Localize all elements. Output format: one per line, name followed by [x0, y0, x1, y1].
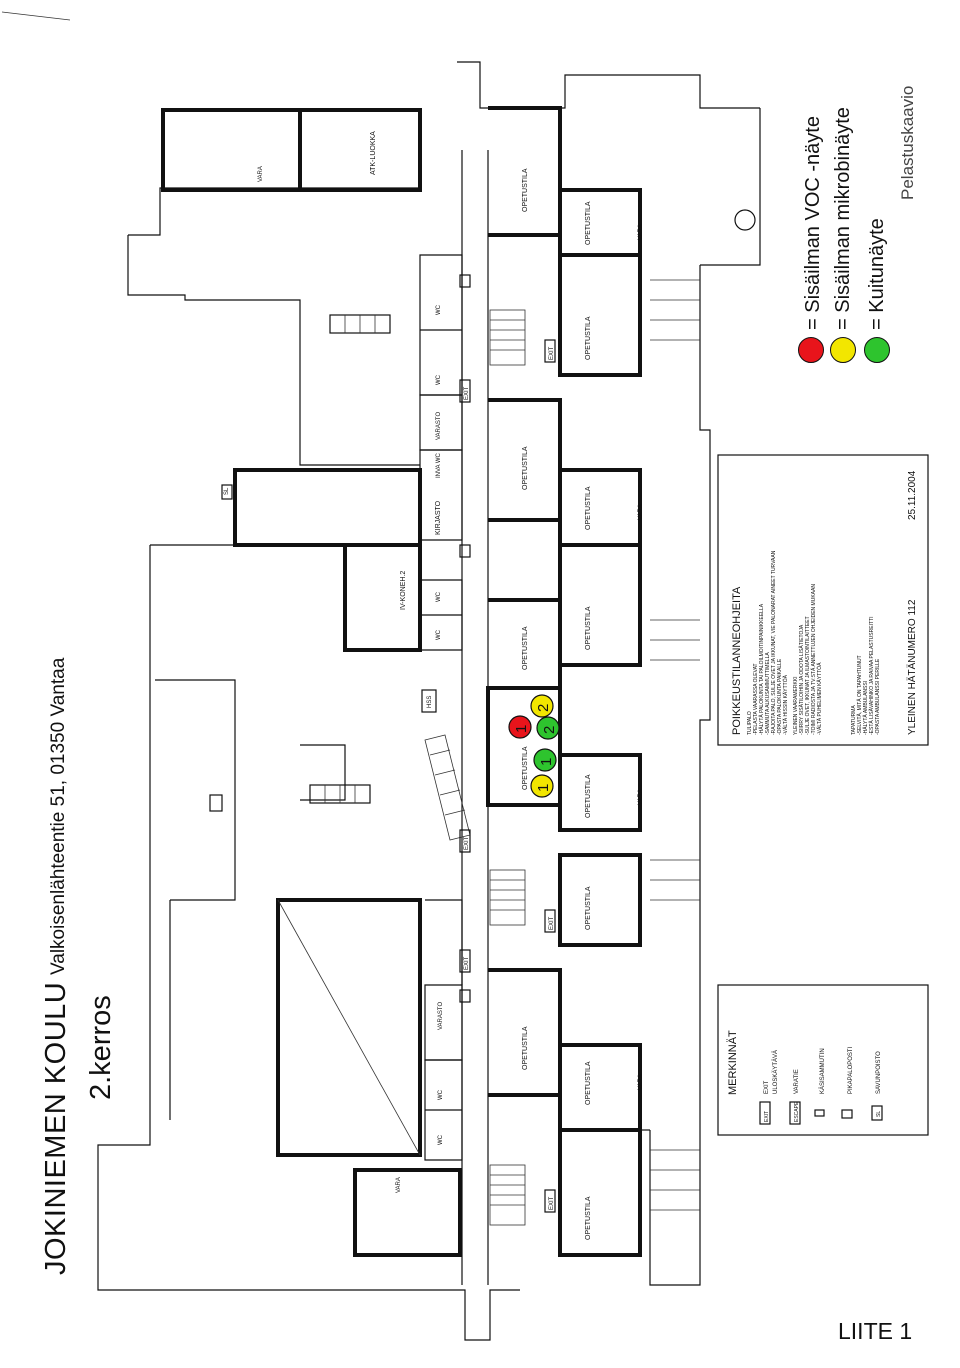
room-opetustila: OPETUSTILA — [522, 446, 529, 490]
poikkeus-box — [717, 454, 929, 746]
room-opetustila: OPETUSTILA — [585, 201, 592, 245]
school-address: Valkoisenlähteentie 51, 01350 Vantaa — [48, 657, 69, 975]
room-opetustila: OPETUSTILA — [585, 486, 592, 530]
room-hss: HSS — [427, 696, 433, 708]
extinguisher-icon — [814, 1109, 825, 1117]
poikkeus-line: -OPASTA PALOKUNTA PAIKALLE — [777, 658, 783, 735]
poikkeus-line: -SAMMUTA ALKUSAMMUTTIMELLA — [765, 652, 771, 735]
mikrobi-sample-marker — [530, 694, 554, 718]
room-vara: VARA — [396, 1177, 402, 1193]
voc-legend-dot — [798, 337, 824, 363]
room-wc: WC — [438, 1089, 444, 1100]
sample-markers: 1 2 2 1 1 — [508, 694, 560, 798]
poikkeus-title: POIKKEUSTILANNEOHJEITA — [731, 586, 743, 735]
room-opetustila: OPETUSTILA — [522, 746, 529, 790]
mikrobi-sample-marker — [530, 774, 554, 798]
room-opetustila: OPETUSTILA — [585, 1196, 592, 1240]
room-iv-koneh: IV-KONEH.2 — [400, 571, 407, 610]
room-inva-wc: INVA WC — [436, 452, 442, 478]
room-wc: WC — [438, 1134, 444, 1145]
room-opetustila: OPETUSTILA — [585, 1061, 592, 1105]
room-wc: WC — [436, 629, 442, 640]
poikkeus-line: -OPASTA AMBULANSSI PERILLE — [875, 658, 881, 735]
poikkeus-line: -SELVITÄ, MITÄ ON TAPAHTUNUT — [856, 655, 863, 735]
mikrobi-sample-number: 2 — [535, 704, 552, 712]
poikkeus-line: -SIIRRY SISÄTILOIHIN JA ODOTA LISÄTIETOJ… — [798, 624, 805, 735]
mikrobi-legend-dot — [830, 337, 856, 363]
room-varasto: VARASTO — [438, 1002, 444, 1030]
room-varasto: VARASTO — [436, 412, 442, 440]
legend-caption: Pelastuskaavio — [898, 85, 917, 200]
merkinnat-exit: EXIT — [764, 1080, 770, 1094]
room-opetustila: OPETUSTILA — [585, 316, 592, 360]
room-wc: WC — [436, 304, 442, 315]
voc-legend-label: = Sisäilman VOC -näyte — [802, 116, 824, 330]
kuitu-sample-marker — [536, 716, 560, 740]
poikkeus-line: -HÄLYTÄ PALOKUNTA TAI PALOILMOITINPAINIK… — [758, 603, 765, 735]
poikkeus-line: -SULJE OVET, IKKUNAT JA ILMASTOINTILAITT… — [805, 616, 811, 735]
merkinnat-box — [717, 984, 929, 1136]
merkinnat-title: MERKINNÄT — [727, 1030, 739, 1095]
room-opetustila: OPETUSTILA — [522, 1026, 529, 1070]
kuitu-legend-label: = Kuitunäyte — [866, 218, 888, 330]
poikkeus-line: -VÄLTÄ HISSIN KÄYTTÖÄ — [782, 674, 789, 735]
exit-sign: EXIT — [549, 1196, 555, 1210]
room-vara: VARA — [638, 1074, 644, 1090]
poikkeus-heading-2: TAPATURMA — [851, 705, 857, 735]
merkinnat-icon: EXIT — [764, 1111, 770, 1122]
room-wc: WC — [436, 591, 442, 602]
merkinnat-uloskaytava: ULOSKÄYTÄVÄ — [772, 1050, 779, 1094]
room-opetustila: OPETUSTILA — [585, 886, 592, 930]
room-wc: WC — [436, 374, 442, 385]
mikrobi-sample-number: 1 — [535, 784, 552, 792]
poikkeus-line: -RAJOITA PALO, SULJE OVET JA IKKUNAT, VI… — [771, 550, 777, 735]
kuitu-sample-marker — [533, 748, 557, 772]
exit-sign: EXIT — [464, 956, 470, 970]
merkinnat-icon: ESCAPE — [794, 1101, 800, 1122]
mikrobi-legend-label: = Sisäilman mikrobinäyte — [832, 107, 854, 330]
merkinnat-varatie: VARATIE — [794, 1069, 800, 1094]
hose-icon — [841, 1109, 853, 1119]
room-opetustila: OPETUSTILA — [522, 168, 529, 212]
floor-label: 2.kerros — [85, 995, 117, 1100]
room-vara: VARA — [638, 224, 644, 240]
poikkeus-line: -TOIMI RADIOSTA JA TV:STÄ ANNETTUJEN OHJ… — [810, 584, 817, 735]
room-opetustila: OPETUSTILA — [522, 626, 529, 670]
kuitu-legend-dot — [864, 337, 890, 363]
room-atk-luokka: ATK-LUOKKA — [370, 131, 377, 175]
poikkeus-line: -VÄLTÄ PUHELIMEN KÄYTTÖÄ — [816, 662, 823, 735]
merkinnat-kasisammutin: KÄSISAMMUTIN — [819, 1048, 826, 1094]
room-vara: VARA — [258, 166, 264, 182]
room-vara: VARA — [638, 504, 644, 520]
poikkeus-line: -PELASTA VAARASSA OLEVAT — [753, 663, 759, 735]
room-opetustila: OPETUSTILA — [585, 606, 592, 650]
poikkeus-heading-1: YLEINEN VAARAMERKKI — [793, 676, 799, 735]
room-opetustila: OPETUSTILA — [585, 774, 592, 818]
poikkeus-date: 25.11.2004 — [907, 470, 918, 520]
emergency-number: YLEINEN HÄTÄNUMERO 112 — [906, 599, 918, 735]
voc-sample-number: 1 — [513, 725, 530, 733]
exit-sign: EXIT — [464, 386, 470, 400]
exit-sign: EXIT — [549, 346, 555, 360]
room-vara: VARA — [638, 789, 644, 805]
kuitu-sample-number: 2 — [541, 726, 558, 734]
voc-sample-marker — [508, 715, 532, 739]
annex-label: LIITE 1 — [838, 1318, 913, 1344]
room-kirjasto: KIRJASTO — [435, 500, 442, 535]
merkinnat-icon: SL — [876, 1111, 882, 1117]
poikkeus-line: -HÄLYTÄ AMBULANSSI — [862, 681, 869, 735]
exit-sign: EXIT — [549, 916, 555, 930]
exit-sign: EXIT — [464, 836, 470, 850]
kuitu-sample-number: 1 — [538, 758, 555, 766]
merkinnat-savunpoisto: SAVUNPOISTO — [876, 1051, 882, 1094]
merkinnat-pikapalo: PIKAPALOPOSTI — [848, 1046, 854, 1094]
room-sl: SL — [224, 487, 230, 495]
poikkeus-line: -ESTÄ LISÄVAHINKO JA RAIVAA PELASTUSREIT… — [868, 617, 875, 735]
poikkeus-heading-0: TULIPALO — [747, 711, 753, 735]
school-title: JOKINIEMEN KOULU — [40, 981, 72, 1275]
